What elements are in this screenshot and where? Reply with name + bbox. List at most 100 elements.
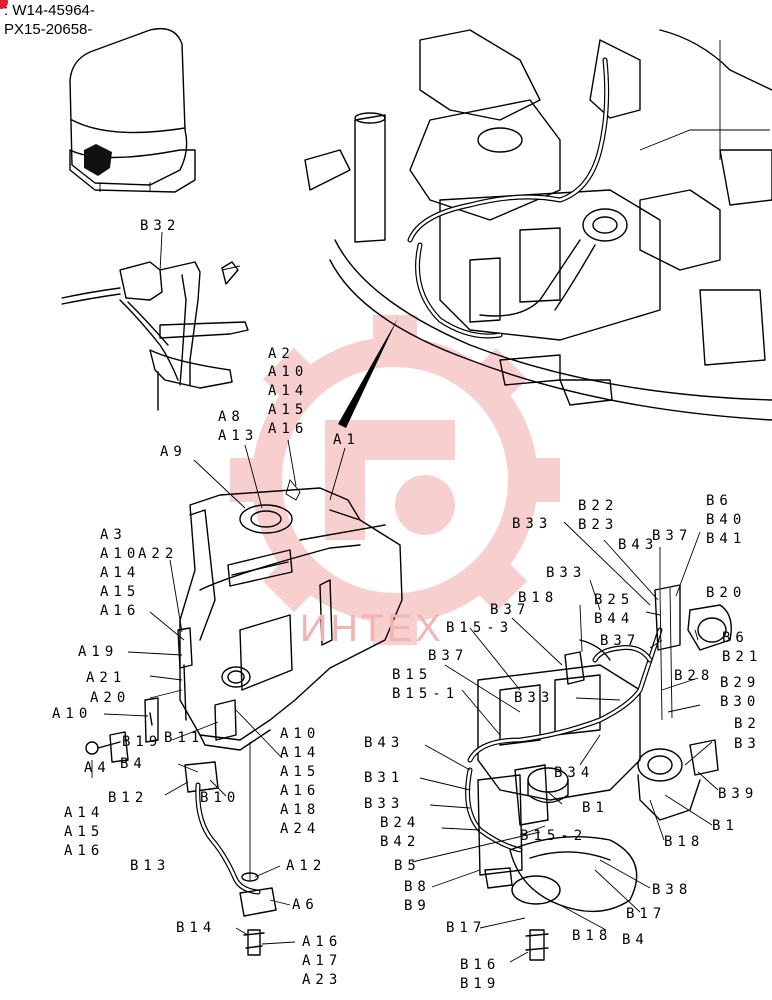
callout-b42: B42 xyxy=(380,834,421,850)
callout-b22: B22 xyxy=(578,498,619,514)
callout-b2: B2 xyxy=(734,716,761,732)
callout-a14: A14 xyxy=(268,383,309,399)
callout-b39: B39 xyxy=(718,786,759,802)
watermark-gear-logo xyxy=(230,315,560,645)
callout-b29: B29 xyxy=(720,675,761,691)
callout-a3: A3 xyxy=(100,527,127,543)
inset-cab-cover xyxy=(69,27,196,193)
callout-b38: B38 xyxy=(652,882,693,898)
callout-b15-3: B15-3 xyxy=(446,620,514,636)
callout-a15-b: A15 xyxy=(100,584,141,600)
callout-b19: B19 xyxy=(122,734,163,750)
callout-a16-c: A16 xyxy=(64,843,105,859)
callout-b4-b: B4 xyxy=(622,932,649,948)
watermark-text: ИНТЕХ xyxy=(300,608,444,650)
callout-a2: A2 xyxy=(268,346,295,362)
callout-a15-d: A15 xyxy=(280,764,321,780)
callout-b24: B24 xyxy=(380,815,421,831)
callout-b8: B8 xyxy=(404,879,431,895)
callout-b33-d: B33 xyxy=(364,796,405,812)
callout-a18: A18 xyxy=(280,802,321,818)
callout-b10: B10 xyxy=(200,790,241,806)
callout-b37-d: B37 xyxy=(428,648,469,664)
callout-b1-b: B1 xyxy=(712,818,739,834)
callout-b6-b: B6 xyxy=(722,630,749,646)
leader-lines xyxy=(91,231,719,963)
callout-a10-b: A10 xyxy=(100,546,141,562)
callout-b25: B25 xyxy=(594,592,635,608)
callout-b4: B4 xyxy=(120,756,147,772)
callout-b15-1: B15-1 xyxy=(392,686,460,702)
callout-b44: B44 xyxy=(594,611,635,627)
callout-b1: B1 xyxy=(582,800,609,816)
callout-a14-b: A14 xyxy=(100,565,141,581)
callout-b16: B16 xyxy=(460,957,501,973)
callout-a15-c: A15 xyxy=(64,824,105,840)
callout-a20: A20 xyxy=(90,690,131,706)
callout-b3: B3 xyxy=(734,736,761,752)
callout-a9: A9 xyxy=(160,444,187,460)
callout-a16-b: A16 xyxy=(100,603,141,619)
callout-b31: B31 xyxy=(364,770,405,786)
callout-b13: B13 xyxy=(130,858,171,874)
callout-a14-d: A14 xyxy=(280,745,321,761)
callout-a4: A4 xyxy=(84,760,111,776)
callout-b17-b: B17 xyxy=(446,920,487,936)
callout-b40: B40 xyxy=(706,512,747,528)
callout-b21: B21 xyxy=(722,649,763,665)
callout-b23: B23 xyxy=(578,517,619,533)
callout-b19-b: B19 xyxy=(460,976,501,992)
callout-b18: B18 xyxy=(518,590,559,606)
callout-b18-b: B18 xyxy=(664,834,705,850)
marker-dot xyxy=(0,0,8,9)
callout-a8: A8 xyxy=(218,409,245,425)
callout-b30: B30 xyxy=(720,694,761,710)
inset-bracket-b32 xyxy=(61,261,249,411)
callout-b28: B28 xyxy=(674,668,715,684)
callout-a17: A17 xyxy=(302,953,343,969)
callout-b6: B6 xyxy=(706,493,733,509)
callout-a21: A21 xyxy=(86,670,127,686)
callout-b34: B34 xyxy=(554,765,595,781)
callout-a23: A23 xyxy=(302,972,343,988)
callout-b5: B5 xyxy=(394,858,421,874)
callout-a10-d: A10 xyxy=(280,726,321,742)
callout-a15: A15 xyxy=(268,402,309,418)
callout-b33: B33 xyxy=(512,516,553,532)
callout-a10-c: A10 xyxy=(52,706,93,722)
callout-a16-d: A16 xyxy=(280,783,321,799)
callout-a6: A6 xyxy=(292,897,319,913)
callout-b18-c: B18 xyxy=(572,928,613,944)
callout-b17: B17 xyxy=(626,906,667,922)
callout-b43: B43 xyxy=(618,537,659,553)
callout-b37-c: B37 xyxy=(490,602,531,618)
callout-b15: B15 xyxy=(392,667,433,683)
callout-b37: B37 xyxy=(652,528,693,544)
callout-a13: A13 xyxy=(218,428,259,444)
callout-b11: B11 xyxy=(164,730,205,746)
fuel-tank xyxy=(85,479,403,763)
callout-b43-b: B43 xyxy=(364,735,405,751)
callout-b33-b: B33 xyxy=(546,565,587,581)
callout-a1: A1 xyxy=(333,432,360,448)
callout-a14-c: A14 xyxy=(64,805,105,821)
callout-a19: A19 xyxy=(78,644,119,660)
callout-a16: A16 xyxy=(268,421,309,437)
callout-a12: A12 xyxy=(286,858,327,874)
callout-a24: A24 xyxy=(280,821,321,837)
callout-b32: B32 xyxy=(140,218,181,234)
callout-b33-c: B33 xyxy=(514,690,555,706)
callout-b41: B41 xyxy=(706,531,747,547)
callout-b12: B12 xyxy=(108,790,149,806)
machine-top-view xyxy=(304,29,772,428)
callout-b15-2: B15-2 xyxy=(520,828,588,844)
callout-b9: B9 xyxy=(404,898,431,914)
callout-b20: B20 xyxy=(706,585,747,601)
callout-a16-e: A16 xyxy=(302,934,343,950)
serial-line-1: : W14-45964- xyxy=(4,2,95,19)
callout-a22: A22 xyxy=(138,546,179,562)
callout-b37-b: B37 xyxy=(600,633,641,649)
fuel-line-b13 xyxy=(184,742,277,956)
